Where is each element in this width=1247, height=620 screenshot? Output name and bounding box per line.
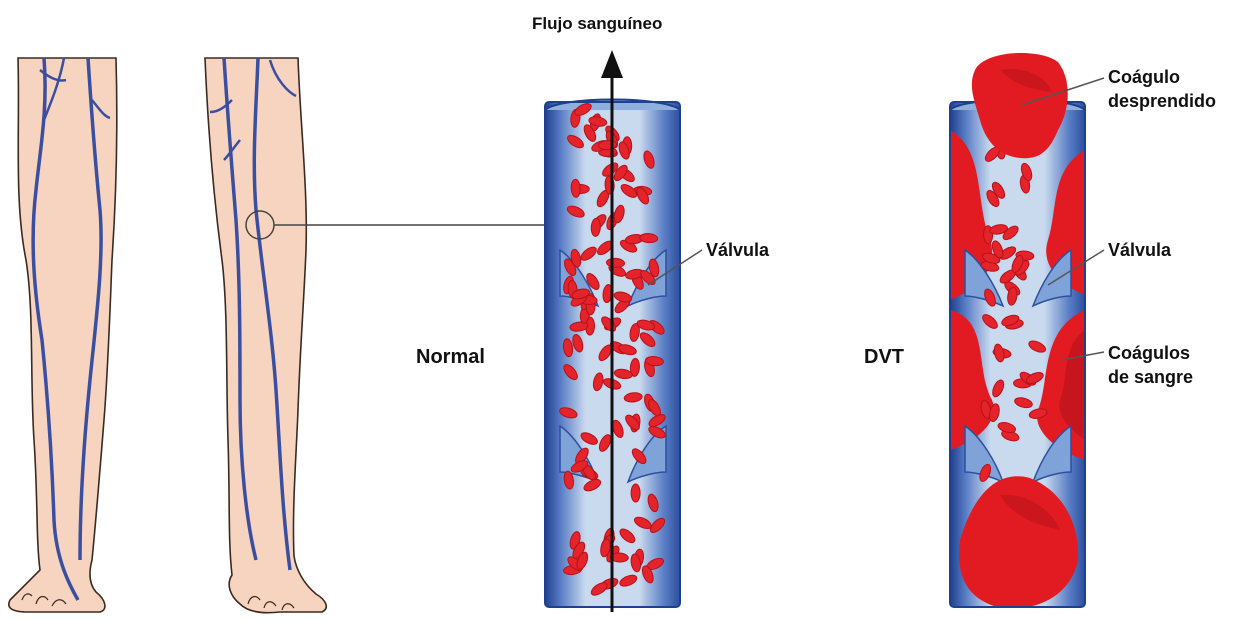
valve-dvt-label: Válvula — [1108, 240, 1171, 261]
flow-label: Flujo sanguíneo — [532, 14, 662, 34]
left-leg-icon — [9, 58, 117, 612]
blood-clots-label-line1: Coágulos — [1108, 342, 1190, 364]
right-leg-icon — [205, 58, 326, 613]
dvt-vein — [950, 100, 1085, 609]
valve-normal-label: Válvula — [706, 240, 769, 261]
dvt-label: DVT — [864, 346, 904, 369]
blood-clots-label-line2: de sangre — [1108, 366, 1193, 388]
normal-label: Normal — [416, 346, 485, 369]
red-blood-cell — [631, 484, 640, 502]
detached-clot-label-line2: desprendido — [1108, 90, 1216, 112]
detached-clot-label-line1: Coágulo — [1108, 66, 1180, 88]
